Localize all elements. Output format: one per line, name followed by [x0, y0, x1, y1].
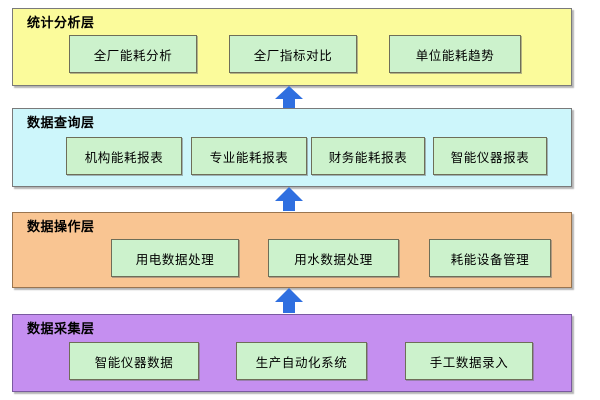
node-energy-equipment-management[interactable]: 耗能设备管理 [429, 239, 551, 277]
node-water-data-processing[interactable]: 用水数据处理 [268, 239, 399, 277]
arrow-operation-to-query [274, 187, 304, 211]
arrow-collection-to-operation [274, 288, 304, 313]
node-manual-data-entry[interactable]: 手工数据录入 [405, 342, 533, 380]
node-unit-energy-trend[interactable]: 单位能耗趋势 [389, 35, 521, 73]
layer-statistics-analysis: 统计分析层 全厂能耗分析 全厂指标对比 单位能耗趋势 [12, 8, 572, 86]
layer-title-data-operation: 数据操作层 [27, 220, 95, 235]
layer-data-operation: 数据操作层 用电数据处理 用水数据处理 耗能设备管理 [12, 212, 572, 288]
arrow-query-to-analysis [274, 86, 304, 108]
node-plant-index-comparison[interactable]: 全厂指标对比 [229, 35, 357, 73]
layer-title-statistics-analysis: 统计分析层 [27, 16, 95, 31]
node-org-energy-report[interactable]: 机构能耗报表 [66, 137, 182, 175]
node-finance-energy-report[interactable]: 财务能耗报表 [311, 137, 425, 175]
node-professional-energy-report[interactable]: 专业能耗报表 [191, 137, 307, 175]
node-smart-meter-report[interactable]: 智能仪器报表 [433, 137, 547, 175]
node-smart-meter-data[interactable]: 智能仪器数据 [69, 342, 199, 380]
layer-data-query: 数据查询层 机构能耗报表 专业能耗报表 财务能耗报表 智能仪器报表 [12, 108, 572, 187]
node-electricity-data-processing[interactable]: 用电数据处理 [111, 239, 239, 277]
node-production-automation-system[interactable]: 生产自动化系统 [236, 342, 367, 380]
layer-title-data-collection: 数据采集层 [27, 322, 95, 337]
layer-title-data-query: 数据查询层 [27, 116, 95, 131]
node-plant-energy-analysis[interactable]: 全厂能耗分析 [69, 35, 197, 73]
layer-data-collection: 数据采集层 智能仪器数据 生产自动化系统 手工数据录入 [12, 314, 572, 392]
